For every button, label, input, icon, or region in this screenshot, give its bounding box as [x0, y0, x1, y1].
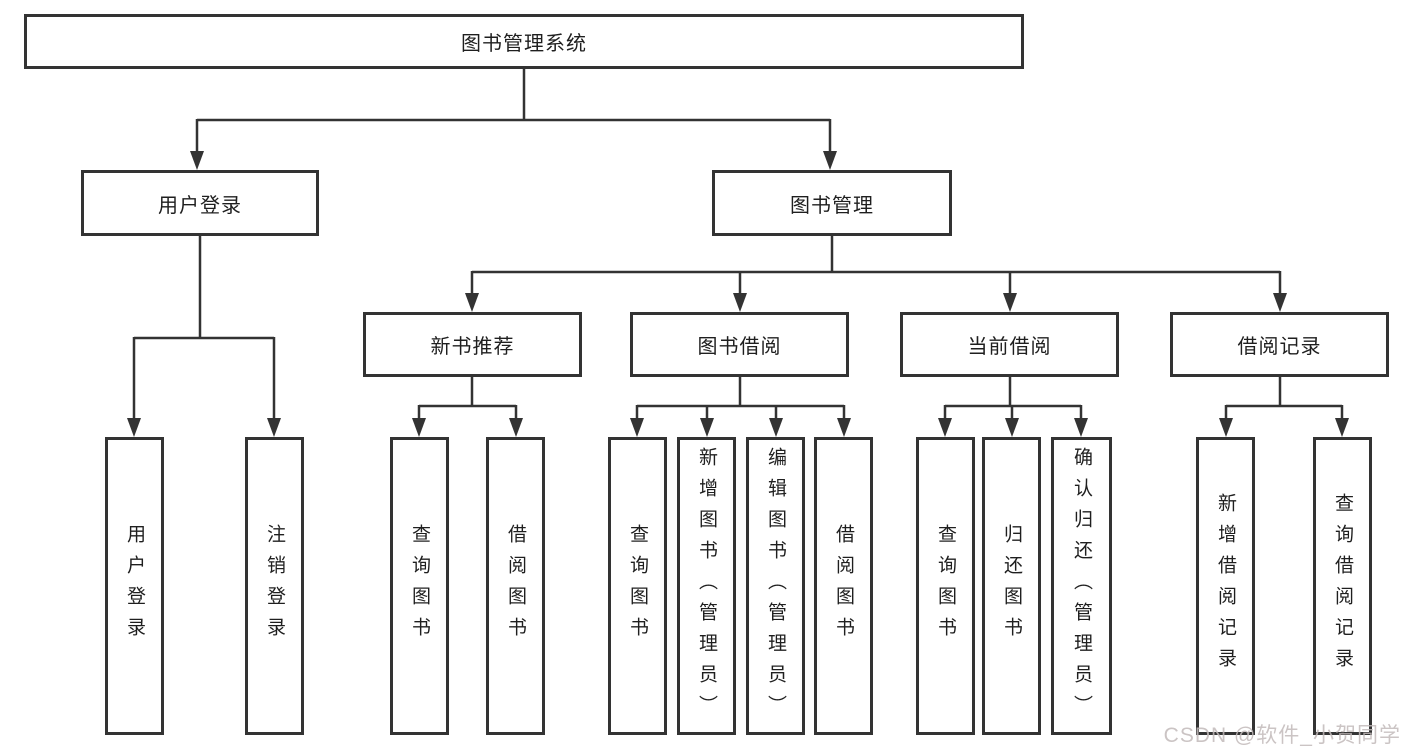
leaf-label: 查询图书: [409, 524, 430, 648]
leaf-label: 用户登录: [124, 524, 145, 648]
leaf-label: 查询借阅记录: [1332, 493, 1353, 679]
node-borrowing-records: 借阅记录: [1170, 312, 1389, 377]
leaf-label: 查询图书: [935, 524, 956, 648]
node-new-book-recommendation: 新书推荐: [363, 312, 582, 377]
leaf-label: 新增图书（管理员）: [696, 446, 717, 726]
node-label: 借阅记录: [1237, 336, 1322, 358]
node-book-management: 图书管理: [712, 170, 952, 236]
node-label: 图书管理系统: [461, 33, 587, 55]
leaf-edit-books-admin: 编辑图书（管理员）: [746, 437, 805, 735]
leaf-confirm-return-admin: 确认归还（管理员）: [1051, 437, 1112, 735]
node-label: 用户登录: [158, 194, 242, 217]
node-label: 当前借阅: [967, 336, 1052, 358]
leaf-label: 注销登录: [264, 524, 285, 648]
node-label: 图书借阅: [697, 336, 782, 358]
leaf-user-login: 用户登录: [105, 437, 164, 735]
csdn-watermark: CSDN @软件_小贺同学: [1163, 724, 1401, 747]
leaf-label: 查询图书: [627, 524, 648, 648]
leaf-return-books: 归还图书: [982, 437, 1041, 735]
leaf-label: 确认归还（管理员）: [1071, 446, 1092, 726]
leaf-label: 新增借阅记录: [1215, 493, 1236, 679]
leaf-query-books: 查询图书: [390, 437, 449, 735]
leaf-logout: 注销登录: [245, 437, 304, 735]
node-label: 新书推荐: [430, 336, 515, 358]
arrowhead-icons: [127, 151, 1349, 437]
leaf-query-books: 查询图书: [608, 437, 667, 735]
leaf-borrow-books: 借阅图书: [486, 437, 545, 735]
leaf-borrow-books: 借阅图书: [814, 437, 873, 735]
node-label: 图书管理: [790, 194, 874, 217]
leaf-query-borrow-record: 查询借阅记录: [1313, 437, 1372, 735]
leaf-label: 借阅图书: [505, 524, 526, 648]
leaf-query-books: 查询图书: [916, 437, 975, 735]
leaf-add-borrow-record: 新增借阅记录: [1196, 437, 1255, 735]
leaf-label: 借阅图书: [833, 524, 854, 648]
node-book-borrowing: 图书借阅: [630, 312, 849, 377]
leaf-label: 归还图书: [1001, 524, 1022, 648]
tree-edges: [132, 68, 1344, 420]
leaf-label: 编辑图书（管理员）: [765, 446, 786, 726]
node-library-management-system: 图书管理系统: [24, 14, 1024, 69]
leaf-add-books-admin: 新增图书（管理员）: [677, 437, 736, 735]
node-user-login: 用户登录: [81, 170, 319, 236]
node-current-borrowing: 当前借阅: [900, 312, 1119, 377]
